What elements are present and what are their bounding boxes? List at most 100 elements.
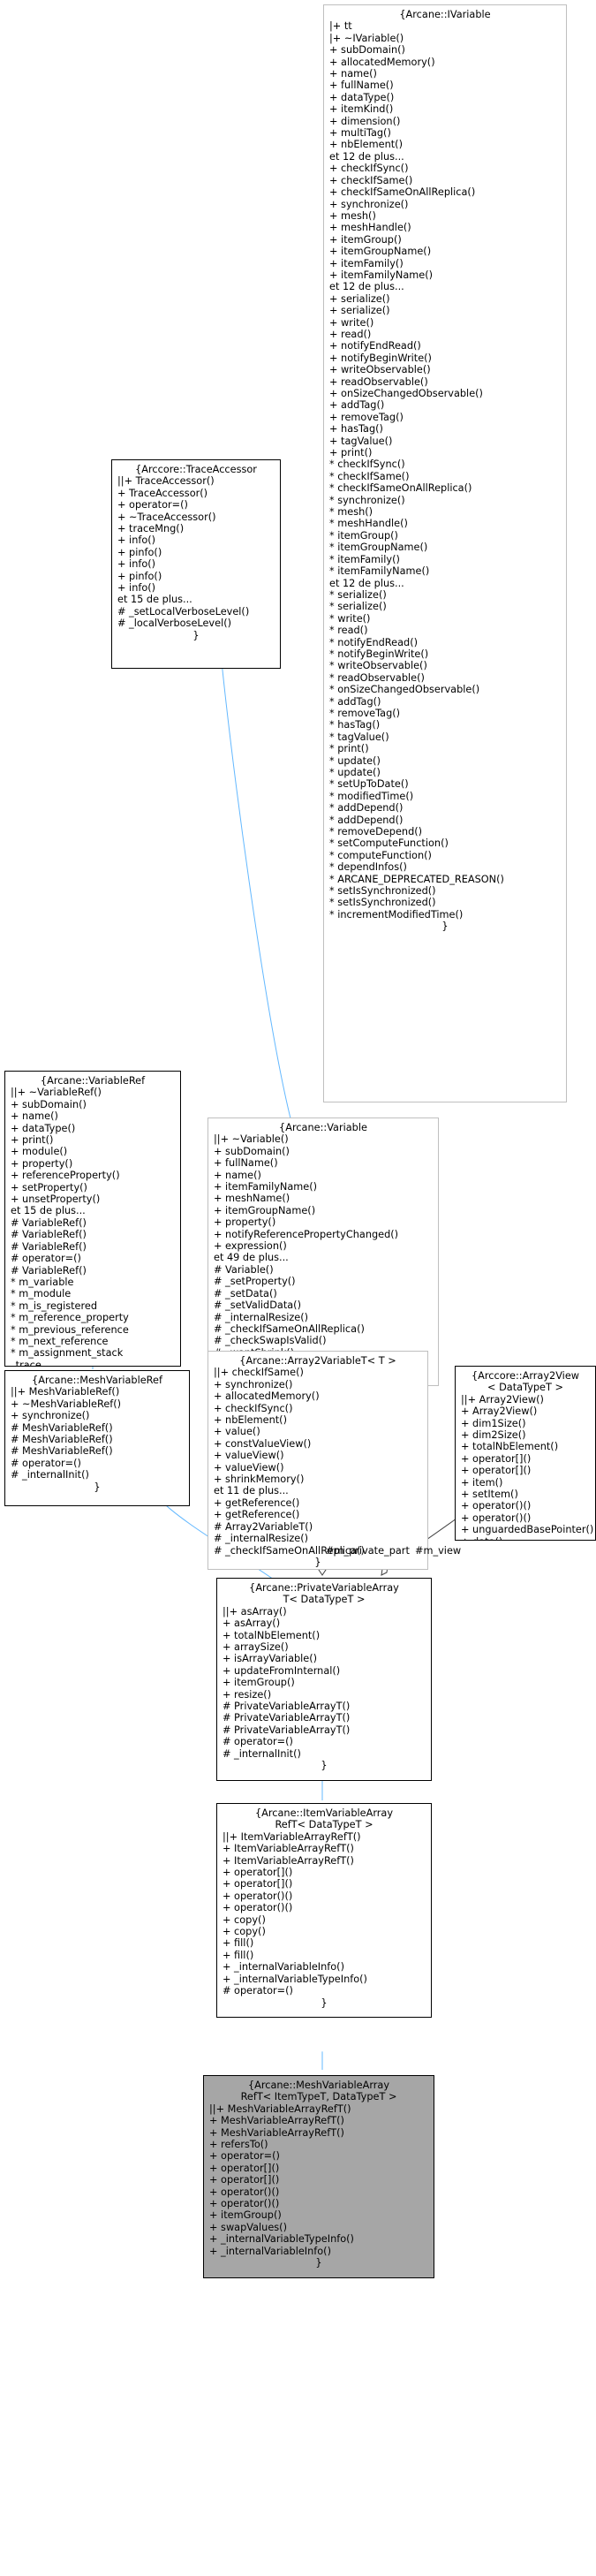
class-member: + meshHandle() (329, 222, 411, 234)
class-member: + MeshVariableArrayRefT() (209, 2115, 344, 2127)
class-member: |+ ~IVariable() (329, 32, 404, 44)
class-member: + MeshVariableArrayRefT() (209, 2126, 344, 2139)
class-box-array2view[interactable]: {Arccore::Array2View< DataTypeT >||+ Arr… (455, 1366, 596, 1541)
class-member: + itemGroupName() (329, 246, 432, 258)
class-member: + Array2View() (461, 1405, 538, 1418)
class-member: * meshHandle() (329, 518, 408, 530)
class-member: # _setValidData() (214, 1299, 301, 1312)
class-member: + _internalVariableTypeInfo() (209, 2233, 354, 2246)
class-member: + dataType() (329, 91, 395, 103)
class-member: + resize() (223, 1688, 272, 1701)
class-member: + operator()() (223, 1890, 293, 1902)
class-member: # operator=() (11, 1253, 81, 1265)
class-box-array2variablet[interactable]: {Arcane::Array2VariableT< T >||+ checkIf… (207, 1351, 428, 1570)
class-member: + constValueView() (214, 1437, 312, 1450)
class-member: + operator()() (209, 2198, 280, 2210)
class-member: ||+ MeshVariableRef() (11, 1386, 120, 1398)
class-member: * addDepend() (329, 802, 404, 814)
class-title: {Arcane::Array2VariableT< T > (239, 1355, 396, 1367)
class-member: + totalNbElement() (461, 1441, 559, 1453)
class-member: + readObservable() (329, 375, 428, 388)
class-member: + print() (329, 447, 373, 459)
class-member: + notifyEndRead() (329, 340, 421, 352)
class-close-brace: } (94, 1481, 101, 1493)
class-member: et 12 de plus... (329, 150, 404, 163)
class-box-variableref[interactable]: {Arcane::VariableRef||+ ~VariableRef()+ … (4, 1071, 181, 1367)
class-member: + copy() (223, 1913, 266, 1926)
class-member: # _checkSwapIsValid() (214, 1335, 327, 1347)
class-member: + synchronize() (329, 198, 409, 210)
class-member: * read() (329, 625, 368, 637)
class-member: + item() (461, 1476, 503, 1489)
class-member: + hasTag() (329, 423, 383, 436)
class-member: + setProperty() (11, 1181, 87, 1193)
class-member: + operator=() (209, 2150, 280, 2163)
class-member: * synchronize() (329, 494, 405, 506)
class-box-ivariable[interactable]: {Arcane::IVariable|+ tt|+ ~IVariable()+ … (323, 4, 567, 1102)
class-member: # Variable() (214, 1263, 274, 1276)
class-member: + read() (329, 328, 372, 340)
class-member: # operator=() (223, 1736, 293, 1748)
class-member: ||+ ItemVariableArrayRefT() (223, 1830, 361, 1843)
class-member: # _internalInit() (223, 1747, 301, 1760)
class-box-traceaccessor[interactable]: {Arccore::TraceAccessor||+ TraceAccessor… (111, 459, 281, 669)
class-member: + copy() (223, 1926, 266, 1938)
class-member: + dimension() (329, 115, 401, 127)
class-member: + addTag() (329, 399, 385, 412)
class-box-meshvariableref[interactable]: {Arcane::MeshVariableRef||+ MeshVariable… (4, 1370, 190, 1506)
class-title: {Arcane::ItemVariableArray (254, 1807, 394, 1819)
class-member: + info() (117, 558, 156, 571)
class-member: + serialize() (329, 292, 390, 305)
class-member: * write() (329, 612, 371, 625)
class-member: + operator()() (223, 1902, 293, 1914)
class-member: # VariableRef() (11, 1264, 87, 1277)
class-member: + expression() (214, 1240, 287, 1253)
class-box-variable[interactable]: {Arcane::Variable||+ ~Variable()+ subDom… (207, 1118, 439, 1386)
class-member: * onSizeChangedObservable() (329, 684, 480, 696)
class-member: + write() (329, 316, 374, 329)
class-member: + meshName() (214, 1193, 290, 1205)
class-member: + subDomain() (329, 44, 405, 57)
class-member: + _internalVariableInfo() (209, 2245, 331, 2257)
class-member: ||+ ~Variable() (214, 1133, 289, 1146)
edge-label-private-part: #m_private_part (326, 1545, 410, 1557)
class-member: ||+ TraceAccessor() (117, 475, 215, 488)
class-member: + TraceAccessor() (117, 487, 208, 499)
class-member: * m_is_registered (11, 1299, 98, 1312)
class-member: + unguardedBasePointer() (461, 1524, 594, 1536)
class-member: * m_reference_property (11, 1312, 129, 1324)
edge-label-view: #m_view (415, 1545, 462, 1557)
class-member: + dataType() (11, 1122, 76, 1134)
class-member: * checkIfSame() (329, 470, 410, 482)
class-member: + tagValue() (329, 435, 393, 447)
class-member: et 11 de plus... (214, 1485, 289, 1497)
class-member: |+ tt (329, 20, 352, 33)
class-member: + totalNbElement() (223, 1629, 321, 1641)
class-member: + checkIfSync() (214, 1402, 293, 1414)
class-member: # MeshVariableRef() (11, 1434, 113, 1446)
class-member: # _localVerboseLevel() (117, 617, 232, 630)
class-member: * dependInfos() (329, 861, 407, 874)
class-member: ||+ ~VariableRef() (11, 1087, 102, 1099)
class-member: + ItemVariableArrayRefT() (223, 1843, 354, 1855)
class-member: + setItem() (461, 1489, 518, 1501)
class-member: + unsetProperty() (11, 1193, 101, 1206)
class-member: * setComputeFunction() (329, 837, 449, 850)
class-member: * addTag() (329, 695, 381, 708)
class-member: + notifyBeginWrite() (329, 352, 432, 364)
class-member: # VariableRef() (11, 1229, 87, 1241)
class-member: * itemGroupName() (329, 542, 428, 554)
class-member: + itemGroup() (223, 1677, 295, 1689)
class-member: + itemFamilyName() (214, 1181, 318, 1193)
class-member: + updateFromInternal() (223, 1664, 341, 1677)
class-member: * tagValue() (329, 731, 389, 743)
class-member: * m_previous_reference (11, 1323, 129, 1336)
class-member: + module() (11, 1146, 68, 1158)
class-member: + operator[]() (461, 1465, 532, 1477)
class-member: + valueView() (214, 1461, 284, 1474)
class-member: ||+ asArray() (223, 1605, 287, 1618)
class-member: * addDepend() (329, 814, 404, 826)
